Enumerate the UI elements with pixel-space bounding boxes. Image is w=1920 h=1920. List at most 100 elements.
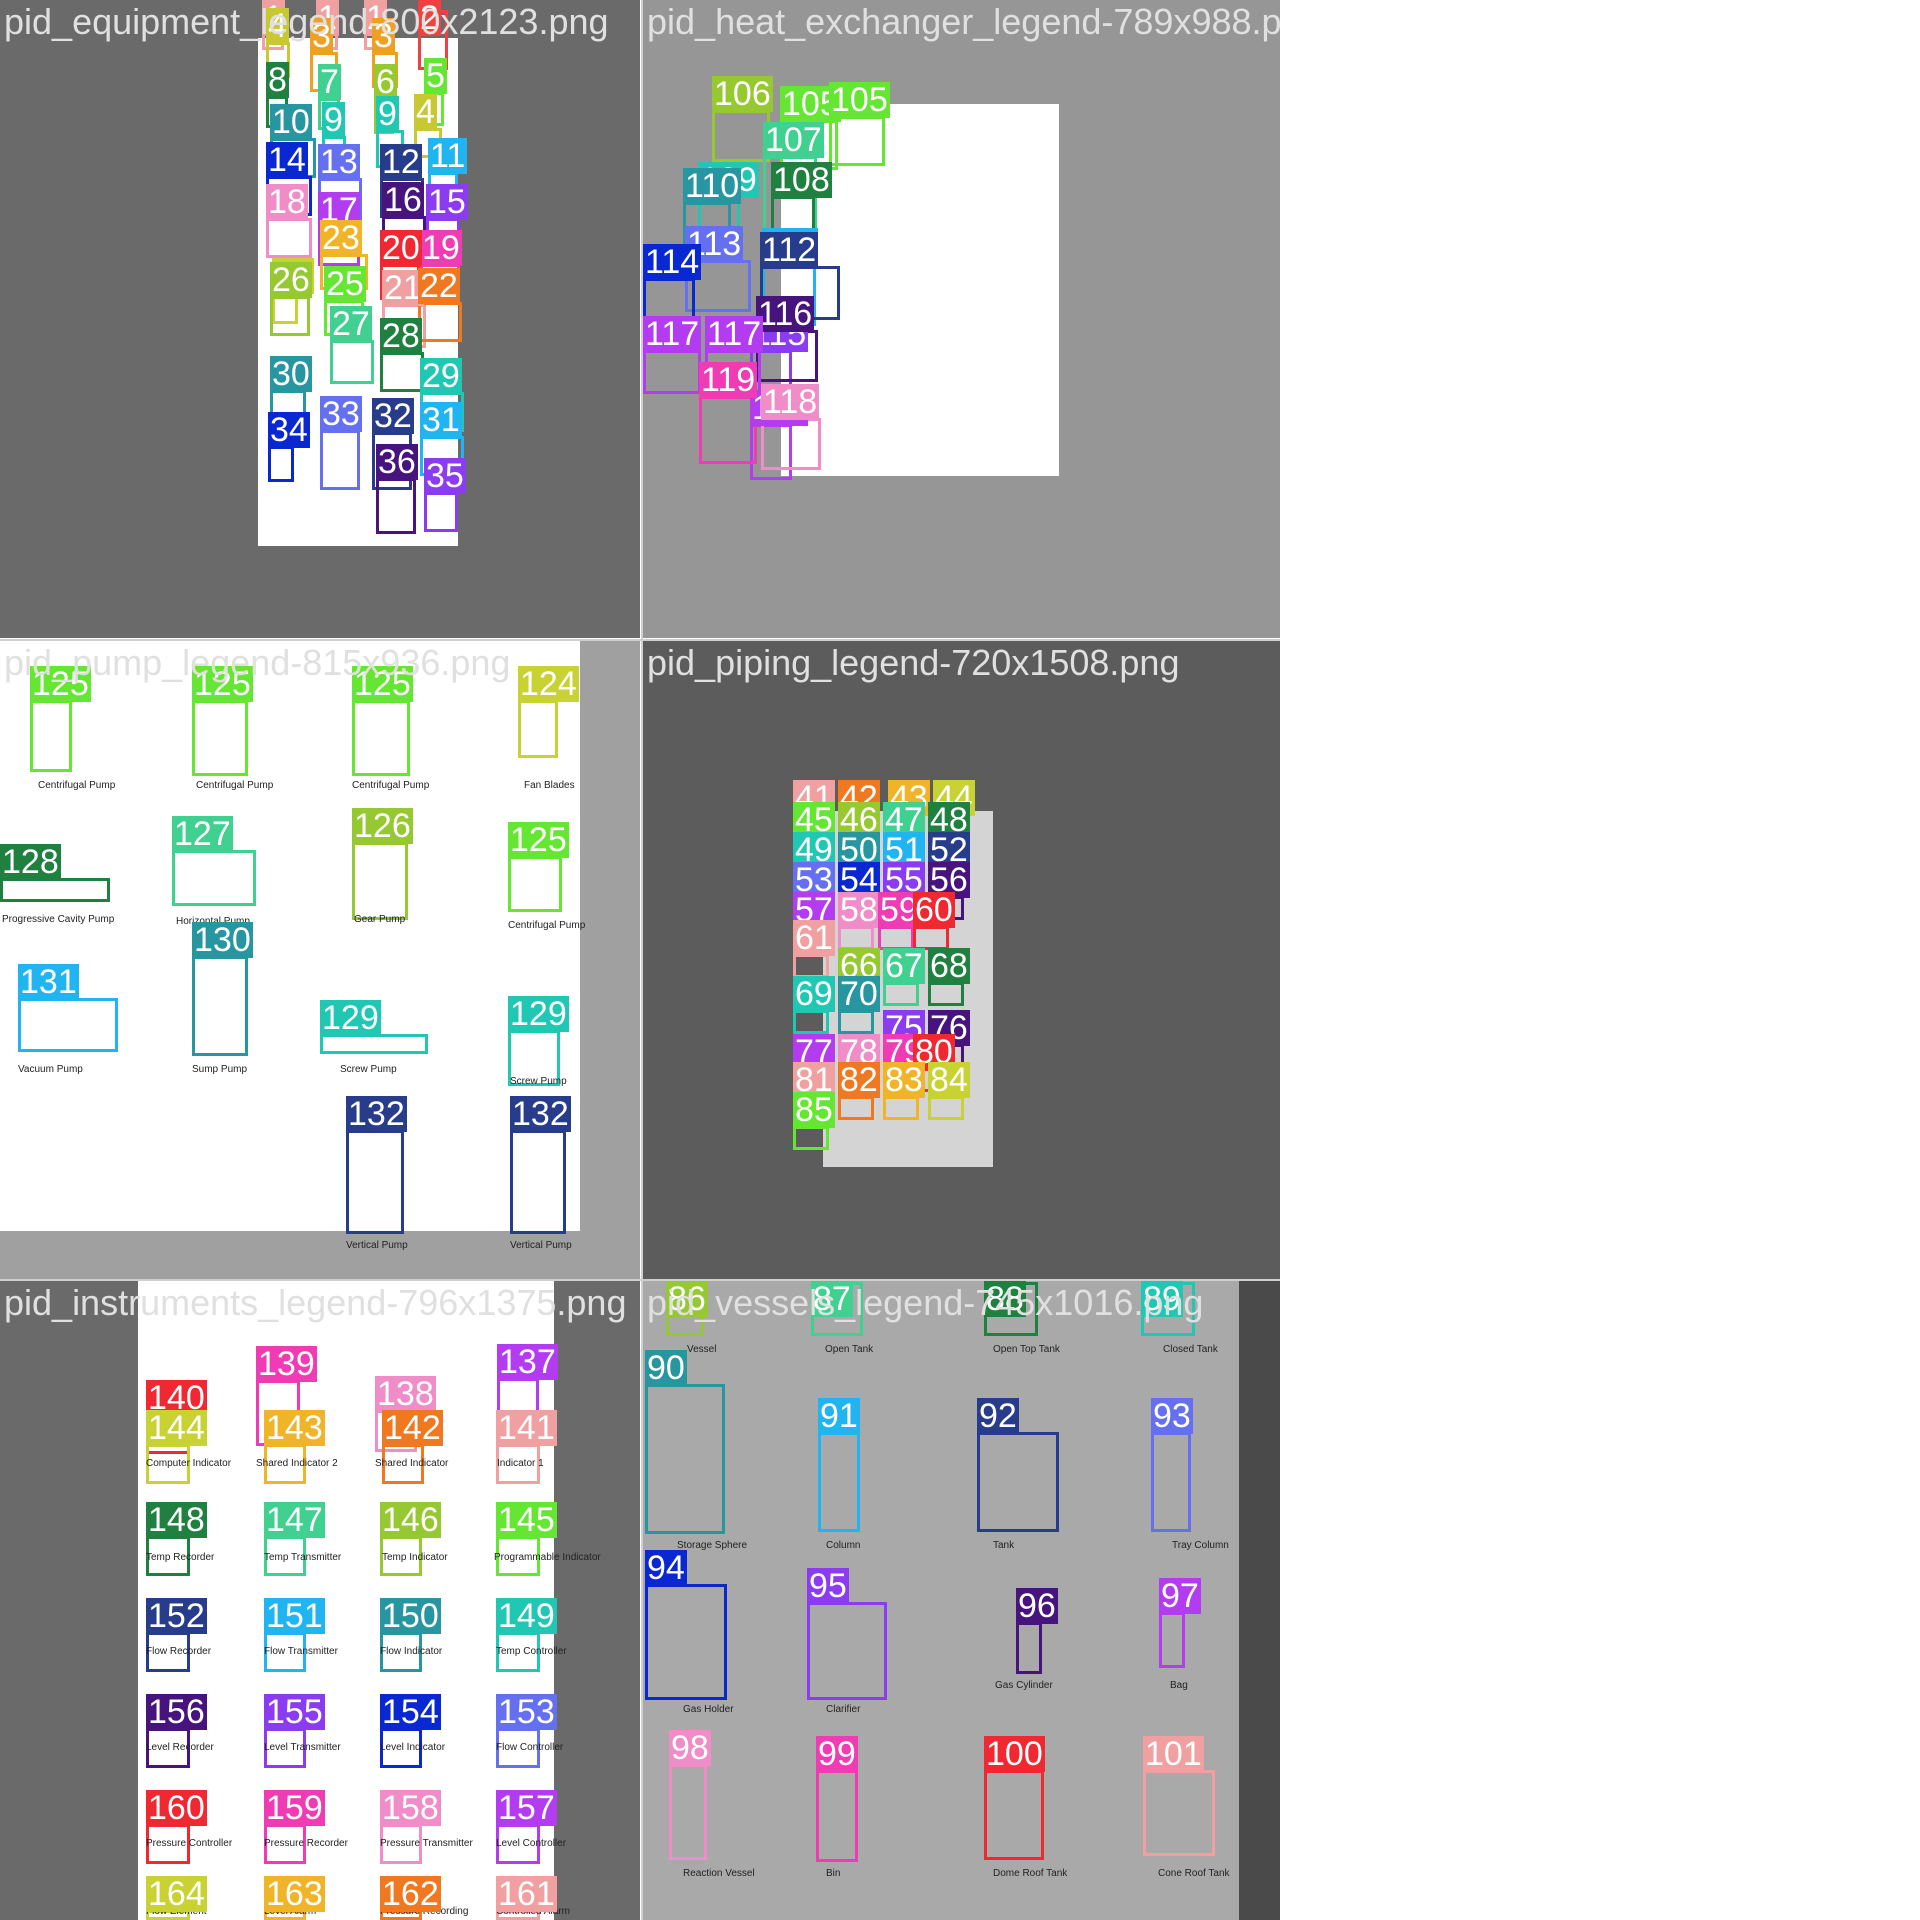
symbol-class-label: 156: [146, 1693, 207, 1731]
panel-filename-title: pid_equipment_legend-800x2123.png: [4, 1, 609, 42]
symbol-caption: Tank: [993, 1540, 1015, 1551]
symbol-class-label: 105: [829, 81, 890, 119]
symbol-class-label: 125: [508, 821, 569, 859]
symbol-caption: Gas Cylinder: [995, 1680, 1053, 1691]
panel-filename-title: pid_instruments_legend-796x1375.png: [4, 1282, 627, 1323]
symbol-class-label: 129: [320, 999, 381, 1037]
symbol-class-label: 9: [376, 95, 399, 133]
symbol-class-label: 108: [771, 161, 832, 199]
symbol-bounding-box: [352, 700, 410, 776]
symbol-caption: Gear Pump: [354, 914, 406, 925]
symbol-class-label: 97: [1159, 1577, 1201, 1615]
symbol-class-label: 61: [793, 919, 835, 957]
symbol-class-label: 125: [30, 665, 91, 703]
symbol-caption: Screw Pump: [340, 1064, 397, 1075]
symbol-bounding-box: [928, 982, 964, 1006]
symbol-bounding-box: [838, 1010, 874, 1034]
symbol-class-label: 101: [1143, 1735, 1204, 1773]
symbol-class-label: 148: [146, 1501, 207, 1539]
symbol-class-label: 164: [146, 1875, 207, 1913]
symbol-class-label: 161: [496, 1875, 557, 1913]
symbol-bounding-box: [838, 1096, 874, 1120]
symbol-class-label: 127: [172, 815, 233, 853]
symbol-bounding-box: [977, 1432, 1059, 1532]
symbol-class-label: 126: [352, 807, 413, 845]
symbol-class-label: 2: [418, 0, 441, 37]
symbol-class-label: 152: [146, 1597, 207, 1635]
symbol-class-label: 7: [318, 63, 341, 101]
symbol-caption: Temp Indicator: [382, 1552, 448, 1563]
symbol-caption: Vertical Pump: [346, 1240, 408, 1251]
symbol-class-label: 59: [878, 891, 920, 929]
symbol-class-label: 36: [376, 443, 418, 481]
symbol-class-label: 131: [18, 963, 79, 1001]
symbol-class-label: 124: [518, 665, 579, 703]
symbol-class-label: 142: [382, 1409, 443, 1447]
symbol-class-label: 35: [424, 457, 466, 495]
legend-panel: 1112334456789910111213141516171819202122…: [0, 0, 640, 638]
symbol-caption: Open Top Tank: [993, 1344, 1060, 1355]
symbol-bounding-box: [346, 1130, 404, 1234]
symbol-class-label: 141: [496, 1409, 557, 1447]
symbol-bounding-box: [793, 1126, 829, 1150]
symbol-class-label: 92: [977, 1397, 1019, 1435]
symbol-bounding-box: [418, 302, 462, 342]
symbol-caption: Computer Indicator: [146, 1458, 232, 1469]
symbol-class-label: 21: [382, 269, 424, 307]
symbol-caption: Clarifier: [826, 1704, 861, 1715]
symbol-bounding-box: [669, 1764, 707, 1860]
symbol-caption: Centrifugal Pump: [352, 780, 430, 791]
symbol-class-label: 84: [928, 1061, 970, 1099]
symbol-class-label: 95: [807, 1567, 849, 1605]
symbol-caption: Pressure Recorder: [264, 1838, 348, 1849]
symbol-bounding-box: [883, 1096, 919, 1120]
symbol-bounding-box: [270, 296, 310, 336]
symbol-class-label: 94: [645, 1549, 687, 1587]
symbol-class-label: 14: [266, 141, 308, 179]
symbol-class-label: 98: [669, 1729, 711, 1767]
symbol-class-label: 130: [192, 921, 253, 959]
symbol-class-label: 33: [320, 395, 362, 433]
symbol-bounding-box: [510, 1130, 566, 1234]
symbol-class-label: 68: [928, 947, 970, 985]
symbol-class-label: 159: [264, 1789, 325, 1827]
symbol-class-label: 12: [380, 143, 422, 181]
symbol-bounding-box: [645, 1584, 727, 1700]
symbol-class-label: 93: [1151, 1397, 1193, 1435]
symbol-class-label: 106: [712, 75, 773, 113]
symbol-class-label: 69: [793, 975, 835, 1013]
horizontal-divider-1: [0, 639, 1280, 641]
symbol-class-label: 20: [380, 229, 422, 267]
symbol-caption: Open Tank: [825, 1344, 874, 1355]
symbol-class-label: 96: [1016, 1587, 1058, 1625]
symbol-class-label: 86: [666, 1281, 708, 1318]
symbol-class-label: 117: [643, 315, 702, 353]
symbol-caption: Flow Recorder: [146, 1646, 212, 1657]
symbol-bounding-box: [818, 1432, 860, 1532]
symbol-class-label: 145: [496, 1501, 557, 1539]
symbol-class-label: 107: [763, 121, 824, 159]
symbol-class-label: 117: [705, 315, 764, 353]
symbol-caption: Flow Transmitter: [264, 1646, 338, 1657]
symbol-bounding-box: [508, 856, 562, 912]
symbol-class-label: 128: [0, 843, 61, 881]
symbol-class-label: 31: [420, 401, 462, 439]
symbol-class-label: 118: [761, 383, 820, 421]
symbol-bounding-box: [807, 1602, 887, 1700]
symbol-class-label: 149: [496, 1597, 557, 1635]
symbol-caption: Tray Column: [1172, 1540, 1229, 1551]
legend-panel: 1051051061071081091101111121131141151161…: [643, 0, 1280, 638]
symbol-class-label: 162: [380, 1875, 441, 1913]
symbol-bounding-box: [1016, 1622, 1042, 1674]
symbol-class-label: 99: [816, 1735, 858, 1773]
symbol-caption: Closed Tank: [1163, 1344, 1218, 1355]
symbol-class-label: 132: [346, 1095, 407, 1133]
symbol-class-label: 89: [1141, 1281, 1183, 1318]
symbol-bounding-box: [0, 878, 110, 902]
symbol-class-label: 150: [380, 1597, 441, 1635]
symbol-class-label: 67: [883, 947, 925, 985]
symbol-class-label: 138: [375, 1375, 436, 1413]
symbol-bounding-box: [320, 430, 360, 490]
symbol-caption: Flow Indicator: [380, 1646, 443, 1657]
